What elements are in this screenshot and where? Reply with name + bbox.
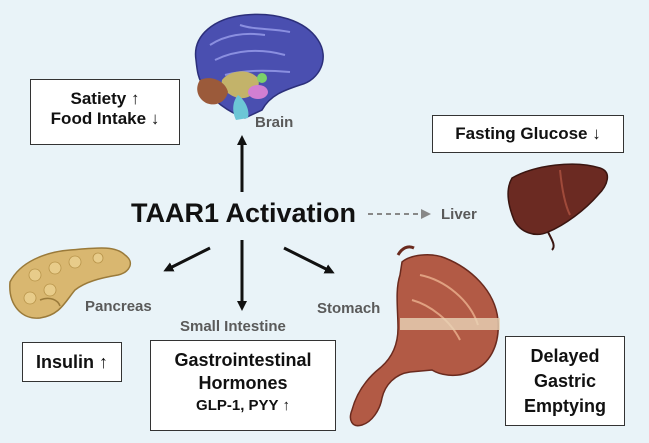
taar1-activation-title: TAAR1 Activation — [131, 198, 357, 228]
satiety-text: Satiety — [70, 89, 127, 108]
gastric-text: Gastric — [533, 371, 597, 391]
liver-effect-box: Fasting Glucose ↓ — [432, 115, 624, 153]
up-arrow-icon: ↑ — [130, 89, 140, 108]
emptying-text: Emptying — [523, 396, 606, 416]
insulin-text: Insulin — [35, 352, 94, 372]
delayed-text: Delayed — [530, 346, 600, 366]
down-arrow-icon: ↓ — [592, 124, 601, 143]
pancreas-label: Pancreas — [85, 298, 152, 315]
hormones-text: Hormones — [198, 373, 288, 393]
glp1-pyy-text: GLP-1, PYY — [196, 397, 279, 414]
liver-label: Liver — [441, 206, 477, 223]
stomach-illustration — [349, 245, 500, 427]
food-intake-text: Food Intake — [50, 109, 147, 128]
fasting-glucose-text: Fasting Glucose — [455, 124, 588, 143]
brain-label: Brain — [255, 114, 294, 131]
arrow-to-stomach — [283, 246, 335, 274]
food-intake-line: Food Intake ↓ — [31, 109, 179, 129]
satiety-line: Satiety ↑ — [31, 89, 179, 109]
pathway-arrows — [163, 135, 431, 311]
up-arrow-icon: ↑ — [99, 352, 108, 372]
down-arrow-icon: ↓ — [150, 109, 160, 128]
up-arrow-icon: ↑ — [282, 397, 290, 414]
brain-illustration — [194, 13, 324, 120]
small-intestine-label: Small Intestine — [180, 318, 286, 335]
liver-illustration — [507, 163, 609, 251]
arrow-to-pancreas — [163, 246, 211, 272]
pancreas-illustration — [9, 247, 132, 319]
brain-effect-box: Satiety ↑ Food Intake ↓ — [30, 79, 180, 145]
pancreas-effect-box: Insulin ↑ — [22, 342, 122, 382]
intestine-effect-box: Gastrointestinal Hormones GLP-1, PYY ↑ — [150, 340, 336, 431]
stomach-effect-box: Delayed Gastric Emptying — [505, 336, 625, 426]
stomach-label: Stomach — [317, 300, 381, 317]
gastrointestinal-text: Gastrointestinal — [174, 350, 312, 370]
